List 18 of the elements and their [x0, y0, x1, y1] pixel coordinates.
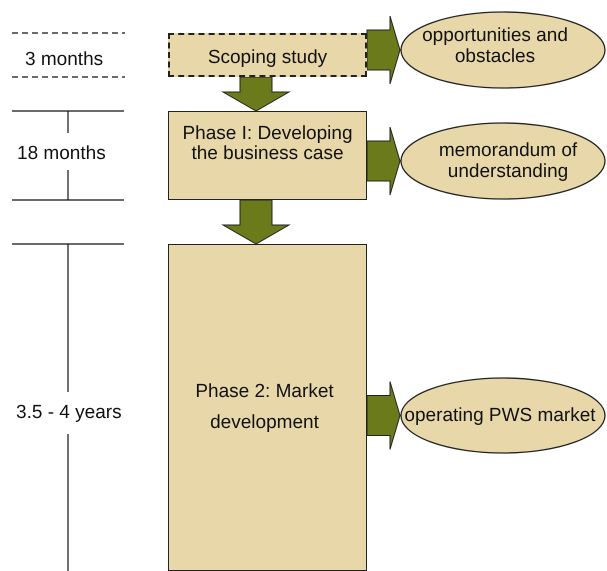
- box-label: memorandum of understanding: [438, 140, 578, 182]
- box-label: Scoping study: [208, 47, 328, 70]
- outcome-ellipse: [400, 11, 606, 89]
- block-arrow: [366, 16, 401, 84]
- outcome-ellipse: [400, 122, 606, 200]
- block-arrow: [221, 76, 291, 112]
- block-arrow: [366, 381, 401, 450]
- box-label: Phase I: Developing the business case: [181, 124, 354, 164]
- process-box: [168, 33, 367, 77]
- duration-label: 3.5 - 4 years: [16, 402, 122, 424]
- block-arrow: [221, 200, 291, 245]
- block-arrow: [366, 126, 401, 196]
- box-label: Phase 2: Market development: [194, 380, 335, 434]
- box-label: operating PWS market: [404, 404, 596, 426]
- process-box: [168, 244, 367, 571]
- box-label: opportunities and obstacles: [421, 24, 569, 68]
- process-box: [168, 111, 367, 200]
- outcome-ellipse: [400, 377, 606, 454]
